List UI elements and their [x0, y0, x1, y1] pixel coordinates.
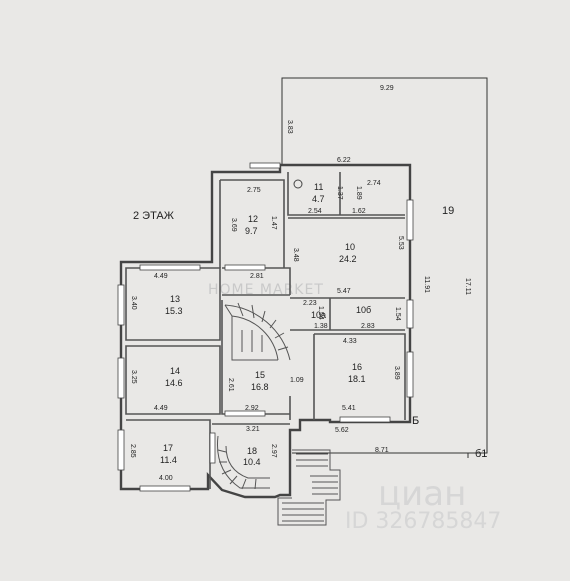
room-14-num: 14	[170, 366, 180, 376]
dim-right-terrace: 17.11	[464, 278, 471, 295]
room-14-area: 14.6	[165, 378, 183, 388]
dim-11-b: 1.89	[355, 186, 362, 200]
dim-11-a: 1.37	[336, 186, 343, 200]
windows	[117, 162, 414, 492]
dim-17-left: 2.85	[129, 444, 136, 458]
room-10-num: 10	[345, 242, 355, 252]
room-10a-num: 10а	[311, 310, 326, 320]
dim-16-right: 3.89	[393, 366, 400, 380]
room-13-area: 15.3	[165, 306, 183, 316]
dim-10b-right: 1.54	[394, 307, 401, 321]
dim-15-door: 1.09	[290, 377, 304, 384]
axis-b1-label: б1	[475, 448, 487, 460]
room-13-num: 13	[170, 294, 180, 304]
room-16-area: 18.1	[348, 374, 366, 384]
dim-10a-right: 1.54	[317, 306, 324, 320]
terrace-number: 19	[442, 205, 454, 217]
dim-16-top: 4.33	[343, 338, 357, 345]
room-10b-num: 10б	[356, 305, 371, 315]
room-17-num: 17	[163, 443, 173, 453]
dim-right-building: 11.91	[423, 276, 430, 293]
staircase-spiral	[224, 302, 291, 361]
dim-18-top: 3.21	[246, 426, 260, 433]
dim-11-bottom-b: 1.62	[352, 208, 366, 215]
dim-10a-top: 2.23	[303, 300, 317, 307]
dim-building-top: 6.22	[337, 157, 351, 164]
room-18-num: 18	[247, 446, 257, 456]
watermark-site: циан	[378, 474, 466, 514]
floor-title: 2 ЭТАЖ	[133, 210, 174, 222]
dim-13-top: 4.49	[154, 273, 168, 280]
dim-left-terrace: 3.83	[286, 120, 293, 134]
dim-16-bottom: 5.41	[342, 405, 356, 412]
watermark-brand: HOME MARKET	[208, 282, 324, 298]
room-11-num: 11	[314, 182, 323, 192]
dim-15-left: 2.61	[227, 378, 234, 392]
dim-13-left: 3.40	[130, 296, 137, 310]
dim-10a-bottom: 1.38	[314, 323, 328, 330]
dim-10-right: 5.53	[397, 236, 404, 250]
dim-15-bottom: 2.92	[245, 405, 259, 412]
axis-b-label: Б	[412, 415, 419, 427]
dim-14-bottom: 4.49	[154, 405, 168, 412]
dim-14-left: 3.25	[130, 370, 137, 384]
room-10-area: 24.2	[339, 254, 357, 264]
dim-17-bottom: 4.00	[159, 475, 173, 482]
dim-10-bottom: 5.47	[337, 288, 351, 295]
interior-walls	[125, 172, 406, 489]
room-11-area: 4.7	[312, 194, 325, 204]
exterior-walls	[119, 163, 412, 499]
dim-top: 9.29	[380, 85, 394, 92]
room-15-num: 15	[255, 370, 265, 380]
dim-11-c: 2.74	[367, 180, 381, 187]
dim-bottom-terrace: 8.71	[375, 447, 389, 454]
dim-12-right: 1.47	[270, 216, 277, 230]
terrace-outline	[281, 77, 488, 454]
room-12-area: 9.7	[245, 226, 258, 236]
dim-10-left: 3.48	[292, 248, 299, 262]
room-18-area: 10.4	[243, 457, 261, 467]
dim-10b-bottom: 2.83	[361, 323, 375, 330]
exterior-stairs	[277, 449, 341, 526]
dim-11-bottom: 2.54	[308, 208, 322, 215]
dim-18-right: 2.97	[270, 444, 277, 458]
watermark-listing-id: ID 326785847	[345, 509, 501, 534]
dim-hall-top: 2.81	[250, 273, 264, 280]
dim-bottom-building: 5.62	[335, 427, 349, 434]
room-16-num: 16	[352, 362, 362, 372]
room-15-area: 16.8	[251, 382, 269, 392]
dim-12-left: 3.69	[230, 218, 237, 232]
room-17-area: 11.4	[160, 455, 177, 465]
staircase-18	[216, 435, 270, 490]
dim-12-top: 2.75	[247, 187, 261, 194]
toilet-icon	[293, 179, 303, 189]
room-12-num: 12	[248, 214, 258, 224]
